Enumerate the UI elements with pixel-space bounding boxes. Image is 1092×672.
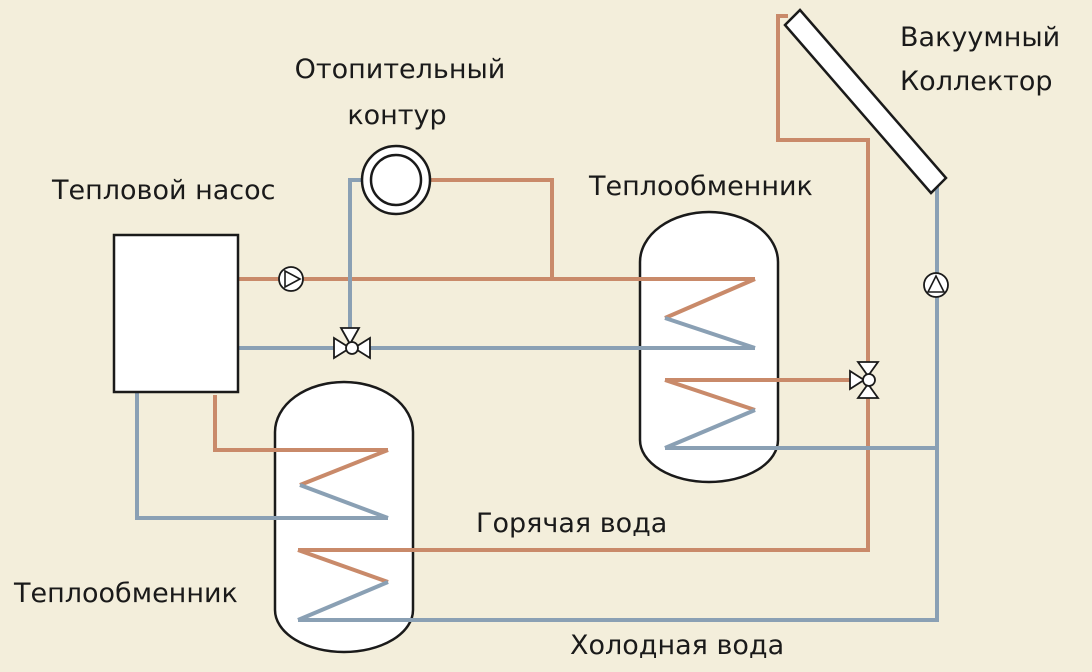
heat-pump-label: Тепловой насос	[51, 175, 276, 206]
cold-water-label: Холодная вода	[570, 630, 784, 661]
left-heat-exchanger-label: Теплообменник	[13, 578, 238, 609]
vacuum-collector-label-line1: Вакуумный	[900, 22, 1060, 53]
radiator-circuit-icon	[360, 144, 432, 216]
heat-pump-unit	[112, 233, 240, 394]
cold-pipes	[135, 178, 939, 622]
pump-icon	[278, 266, 304, 292]
heating-circuit-hot-pipe	[430, 178, 554, 279]
right-heat-exchanger-label: Теплообменник	[588, 171, 813, 202]
vacuum-collector-label-line2: Коллектор	[900, 66, 1053, 97]
hot-water-label: Горячая вода	[476, 508, 667, 539]
vacuum-collector-panel	[783, 8, 948, 195]
heating-circuit-cold-pipe	[348, 178, 362, 328]
three-way-valve-icon	[333, 327, 371, 360]
heating-circuit-label-line2: контур	[347, 100, 446, 131]
three-way-valve-right-icon	[849, 361, 880, 399]
heating-circuit-label-line1: Отопительный	[295, 54, 506, 85]
collector-pump-icon	[923, 272, 949, 298]
